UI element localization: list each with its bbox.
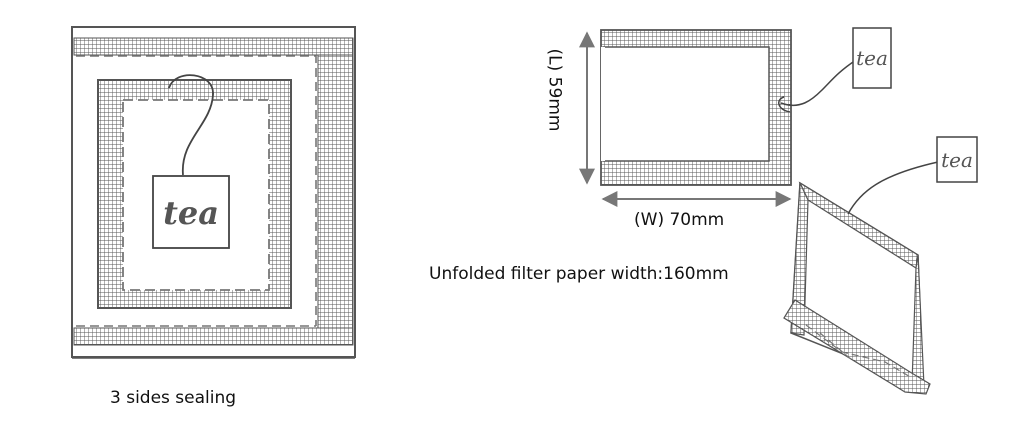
flat-bag-dimension-drawing: tea — [579, 27, 892, 207]
flat-tea-tag — [852, 27, 892, 89]
folded-tea-tag — [936, 136, 978, 183]
flat-bag-open-left-cover — [601, 47, 605, 161]
flat-tea-tag-label: tea — [856, 46, 888, 70]
flat-tag-string — [780, 59, 857, 107]
width-label: (W) 70mm — [634, 210, 725, 230]
folded-bag-left-seal — [790, 182, 809, 336]
tea-tag — [152, 175, 230, 249]
length-label: (L) 59mm — [544, 48, 565, 132]
string-loop — [778, 96, 791, 113]
folded-tag-string — [847, 161, 939, 215]
bottom-seal-band — [73, 327, 354, 346]
tea-tag-label: tea — [163, 194, 219, 232]
flat-bag-open-area — [602, 46, 770, 162]
folded-tea-tag-label: tea — [941, 148, 973, 172]
three-side-sealed-bag: tea — [71, 26, 356, 359]
folded-filter-bag: tea — [783, 136, 978, 395]
outer-dashed-seal-line — [76, 55, 317, 327]
three-sides-sealing-caption: 3 sides sealing — [110, 388, 237, 408]
tag-string — [168, 74, 214, 176]
unfolded-width-label: Unfolded filter paper width:160mm — [429, 264, 729, 284]
gusset-fold-line-2 — [819, 332, 853, 361]
folded-bag-bottom-gusset — [783, 299, 931, 395]
top-seal-band — [73, 37, 354, 56]
right-seal-band — [317, 54, 354, 329]
gusset-fold-line — [805, 324, 913, 379]
